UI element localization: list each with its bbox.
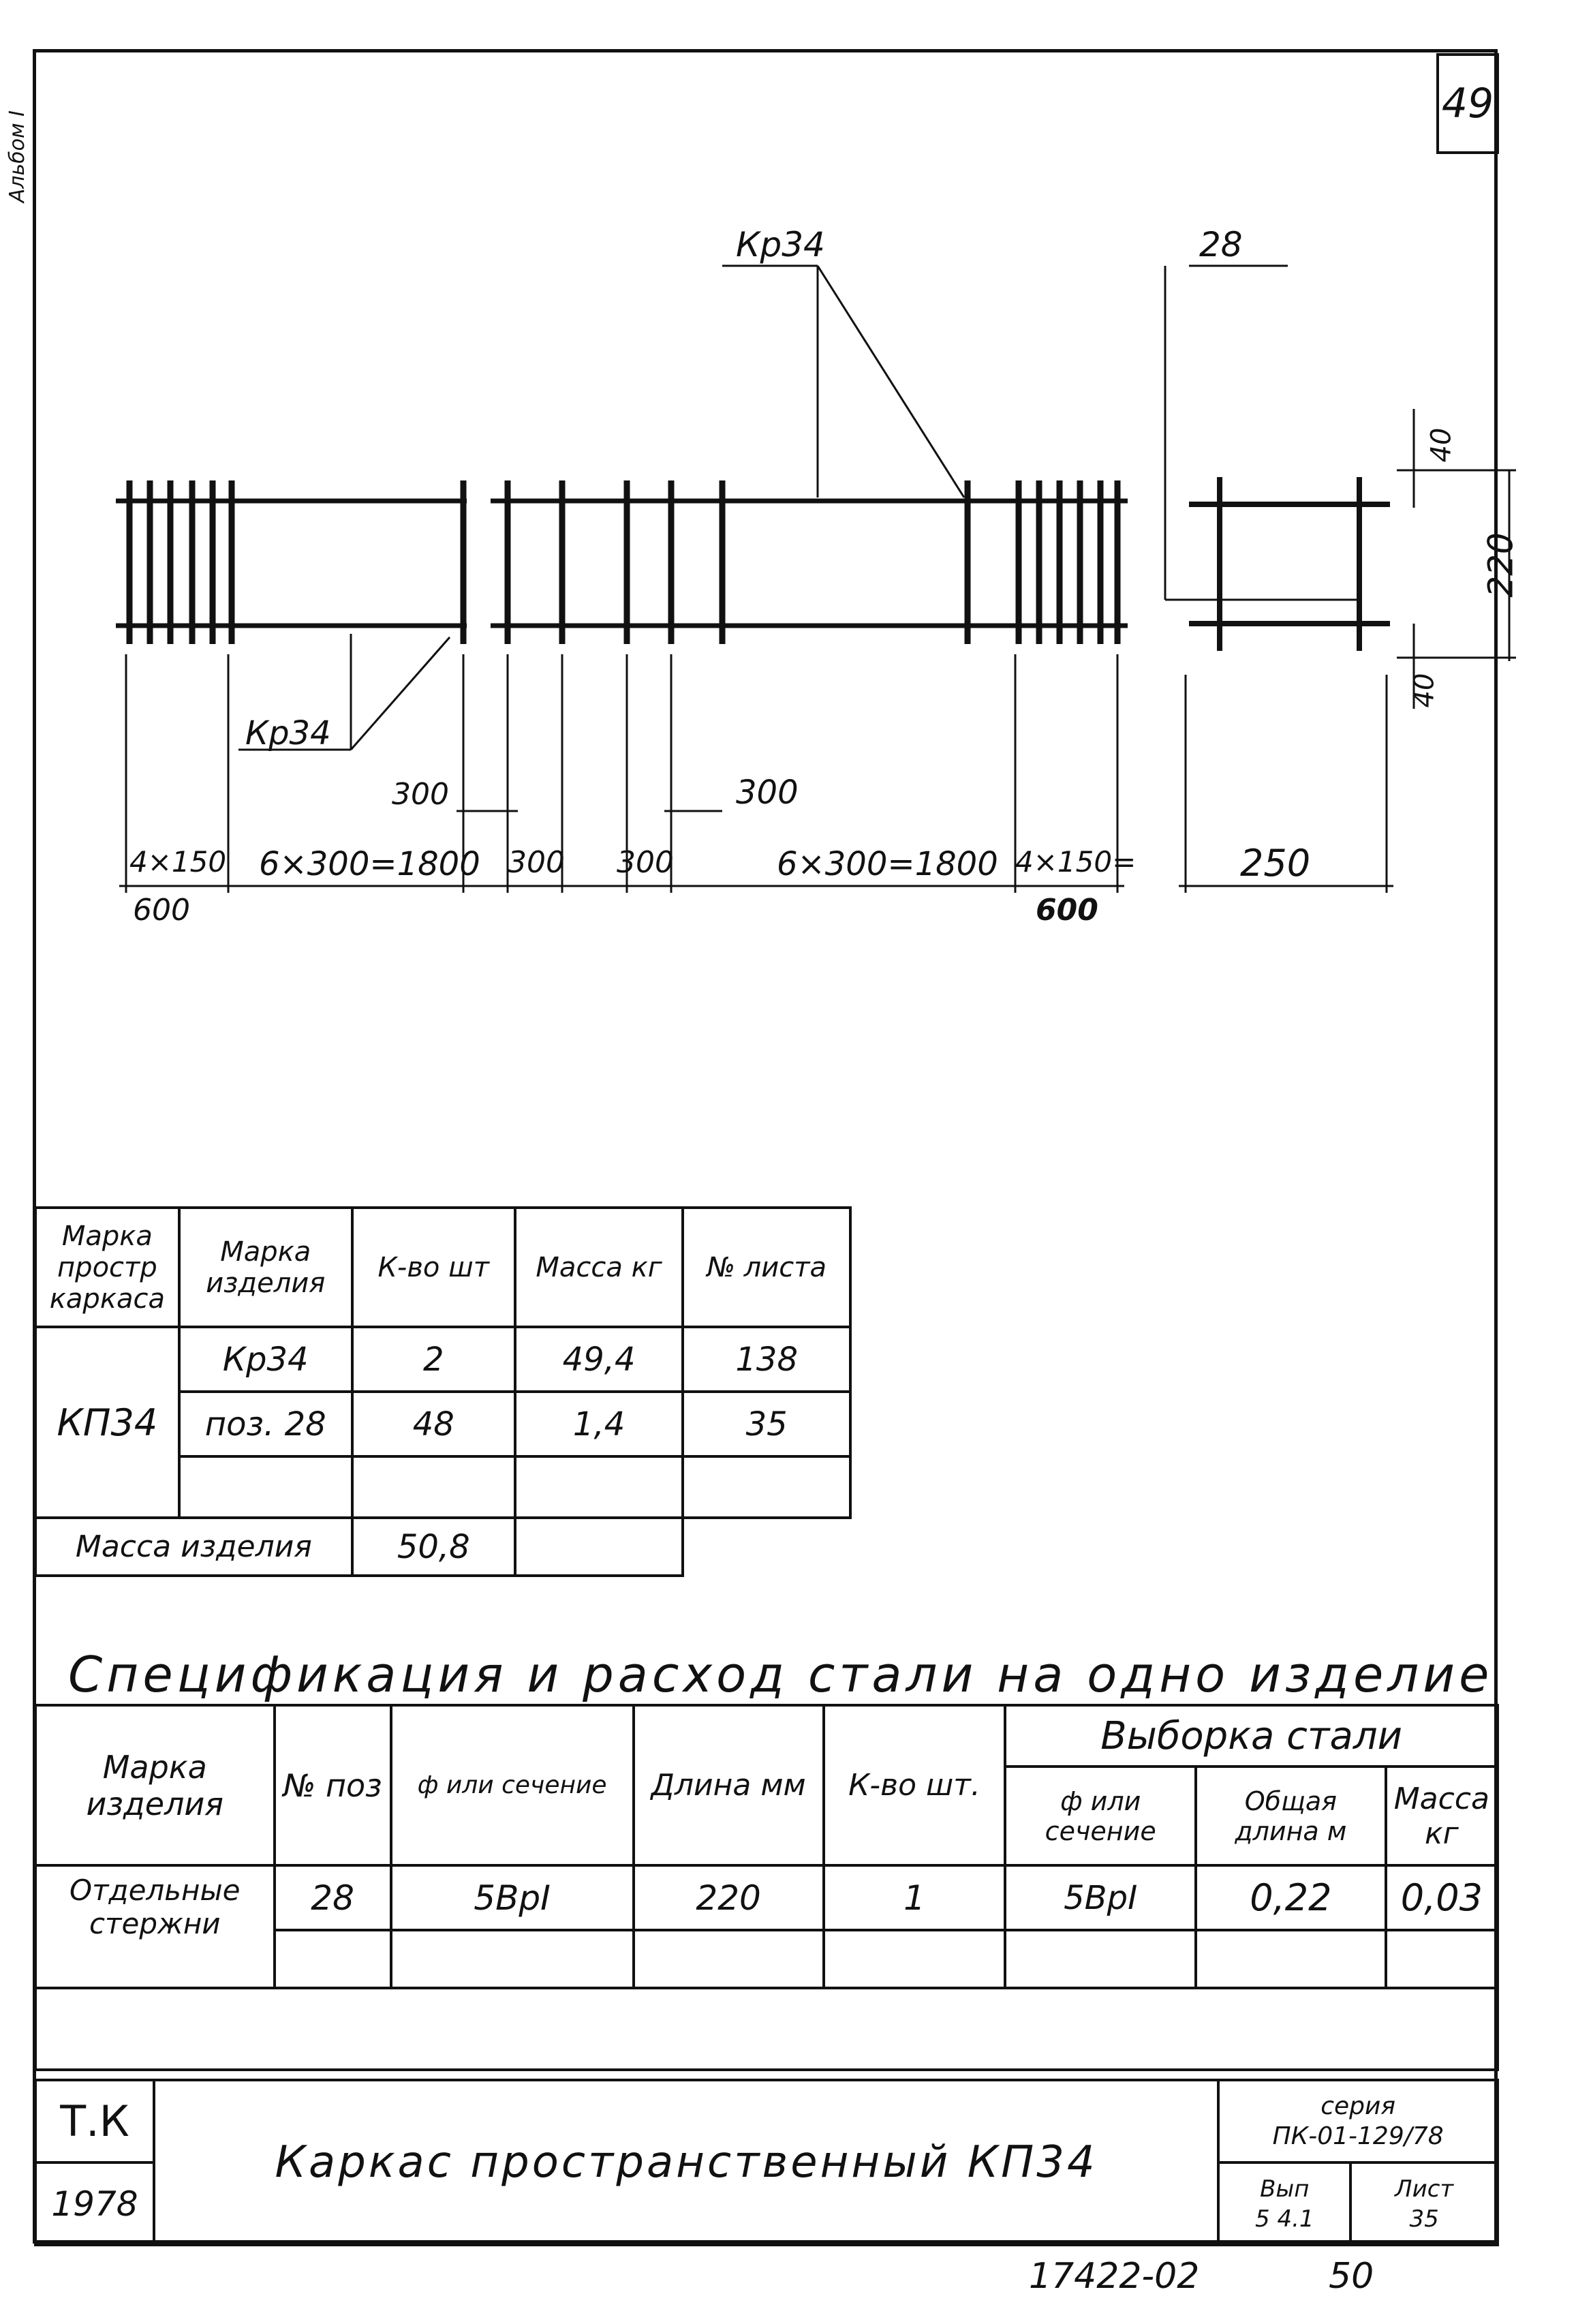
t2-row-sel-mass: 0,03 (1384, 1864, 1500, 1931)
t2-header-sel-total: Общая длина м (1194, 1765, 1387, 1867)
t1-header-sheet: № листа (681, 1206, 852, 1328)
t2-row-sel-total: 0,22 (1194, 1864, 1387, 1931)
t2-empty (273, 1929, 392, 1989)
t1-header-frame-mark: Марка простр каркаса (34, 1206, 181, 1328)
tb-year: 1978 (34, 2161, 155, 2246)
t2-blank-row (34, 1987, 1499, 2071)
dim-220: 220 (1481, 532, 1521, 598)
t2-header-selection: Выборка стали (1004, 1704, 1499, 1768)
t1-cell (513, 1455, 685, 1519)
t1-frame-mark: КП34 (34, 1326, 181, 1519)
dim-250: 250 (1240, 842, 1311, 885)
dim-40-top: 40 (1425, 427, 1457, 463)
sheet-number: 49 (1436, 53, 1499, 154)
t2-empty (1004, 1929, 1198, 1989)
t2-header-section: ф или сечение (389, 1704, 635, 1867)
tb-title: Каркас пространственный КП34 (152, 2079, 1220, 2246)
t2-empty (1194, 1929, 1387, 1989)
footer-page: 50 (1329, 2256, 1374, 2297)
t2-empty (389, 1929, 635, 1989)
t2-empty (1384, 1929, 1500, 1989)
t1-cell: 1,4 (513, 1390, 685, 1458)
t2-header-mark: Марка изделия (34, 1704, 276, 1867)
frame-table: Марка простр каркаса Марка изделия К-во … (34, 1206, 852, 1577)
t1-header-qty: К-во шт (350, 1206, 516, 1328)
dim-4x150-right: 4×150= (1015, 845, 1137, 878)
t1-cell: 48 (350, 1390, 516, 1458)
t1-cell (177, 1455, 354, 1519)
dim-600-left: 600 (133, 893, 190, 928)
title-block: Т.К Каркас пространственный КП34 серия П… (34, 2079, 1499, 2246)
t1-cell: 2 (350, 1326, 516, 1393)
t1-empty (513, 1516, 685, 1577)
tb-org: Т.К (34, 2079, 155, 2164)
t2-header-sel-mass: Масса кг (1384, 1765, 1500, 1867)
label-kr34-top: Кр34 (736, 225, 825, 264)
t2-row-section: 5ВрI (389, 1864, 635, 1931)
dim-6x300-left: 6×300=1800 (259, 845, 480, 883)
t2-empty (822, 1929, 1007, 1989)
cage-drawing (116, 264, 1516, 893)
tb-sheet-value: 35 (1409, 2205, 1439, 2233)
spec-title: Спецификация и расход стали на одно изде… (68, 1646, 1494, 1703)
t1-header-mass: Масса кг (513, 1206, 685, 1328)
dim-600-right: 600 (1036, 893, 1098, 928)
t2-header-qty: К-во шт. (822, 1704, 1007, 1867)
t1-cell: 49,4 (513, 1326, 685, 1393)
t2-empty (632, 1929, 825, 1989)
dim-300-mid2: 300 (617, 845, 674, 880)
t1-total-label: Масса изделия (34, 1516, 354, 1577)
dim-4x150-left: 4×150 (129, 845, 227, 878)
tb-sheet: Лист 35 (1349, 2161, 1499, 2246)
t1-cell: 35 (681, 1390, 852, 1458)
dim-300-mid1: 300 (508, 845, 565, 880)
t2-row-mark: Отдельные стержни (34, 1864, 276, 1989)
t2-row-length: 220 (632, 1864, 825, 1931)
label-28: 28 (1199, 225, 1243, 264)
t1-cell: 138 (681, 1326, 852, 1393)
tb-series: серия ПК-01-129/78 (1217, 2079, 1499, 2164)
dim-6x300-right: 6×300=1800 (777, 845, 998, 883)
dim-40-bottom: 40 (1408, 673, 1440, 708)
t1-cell (681, 1455, 852, 1519)
tb-series-value: ПК-01-129/78 (1272, 2122, 1444, 2150)
t1-cell (350, 1455, 516, 1519)
t2-row-pos: 28 (273, 1864, 392, 1931)
dim-300-b: 300 (736, 774, 799, 812)
tb-sheet-label: Лист (1395, 2175, 1454, 2203)
tb-issue-value: 5 4.1 (1255, 2205, 1314, 2233)
dim-300-a: 300 (392, 777, 449, 812)
tb-series-label: серия (1320, 2092, 1396, 2120)
label-kr34-left: Кр34 (245, 714, 331, 752)
spec-table: Марка изделия № поз ф или сечение Длина … (34, 1704, 1500, 2071)
t2-header-pos: № поз (273, 1704, 392, 1867)
t2-header-length: Длина мм (632, 1704, 825, 1867)
t1-cell: поз. 28 (177, 1390, 354, 1458)
t2-row-qty: 1 (822, 1864, 1007, 1931)
t1-total-value: 50,8 (350, 1516, 516, 1577)
t2-header-sel-section: ф или сечение (1004, 1765, 1198, 1867)
t2-row-sel-section: 5ВрI (1004, 1864, 1198, 1931)
tb-issue-label: Вып (1260, 2175, 1310, 2203)
footer-number: 17422-02 (1029, 2256, 1200, 2297)
tb-issue: Вып 5 4.1 (1217, 2161, 1353, 2246)
t1-header-item-mark: Марка изделия (177, 1206, 354, 1328)
t1-cell: Кр34 (177, 1326, 354, 1393)
